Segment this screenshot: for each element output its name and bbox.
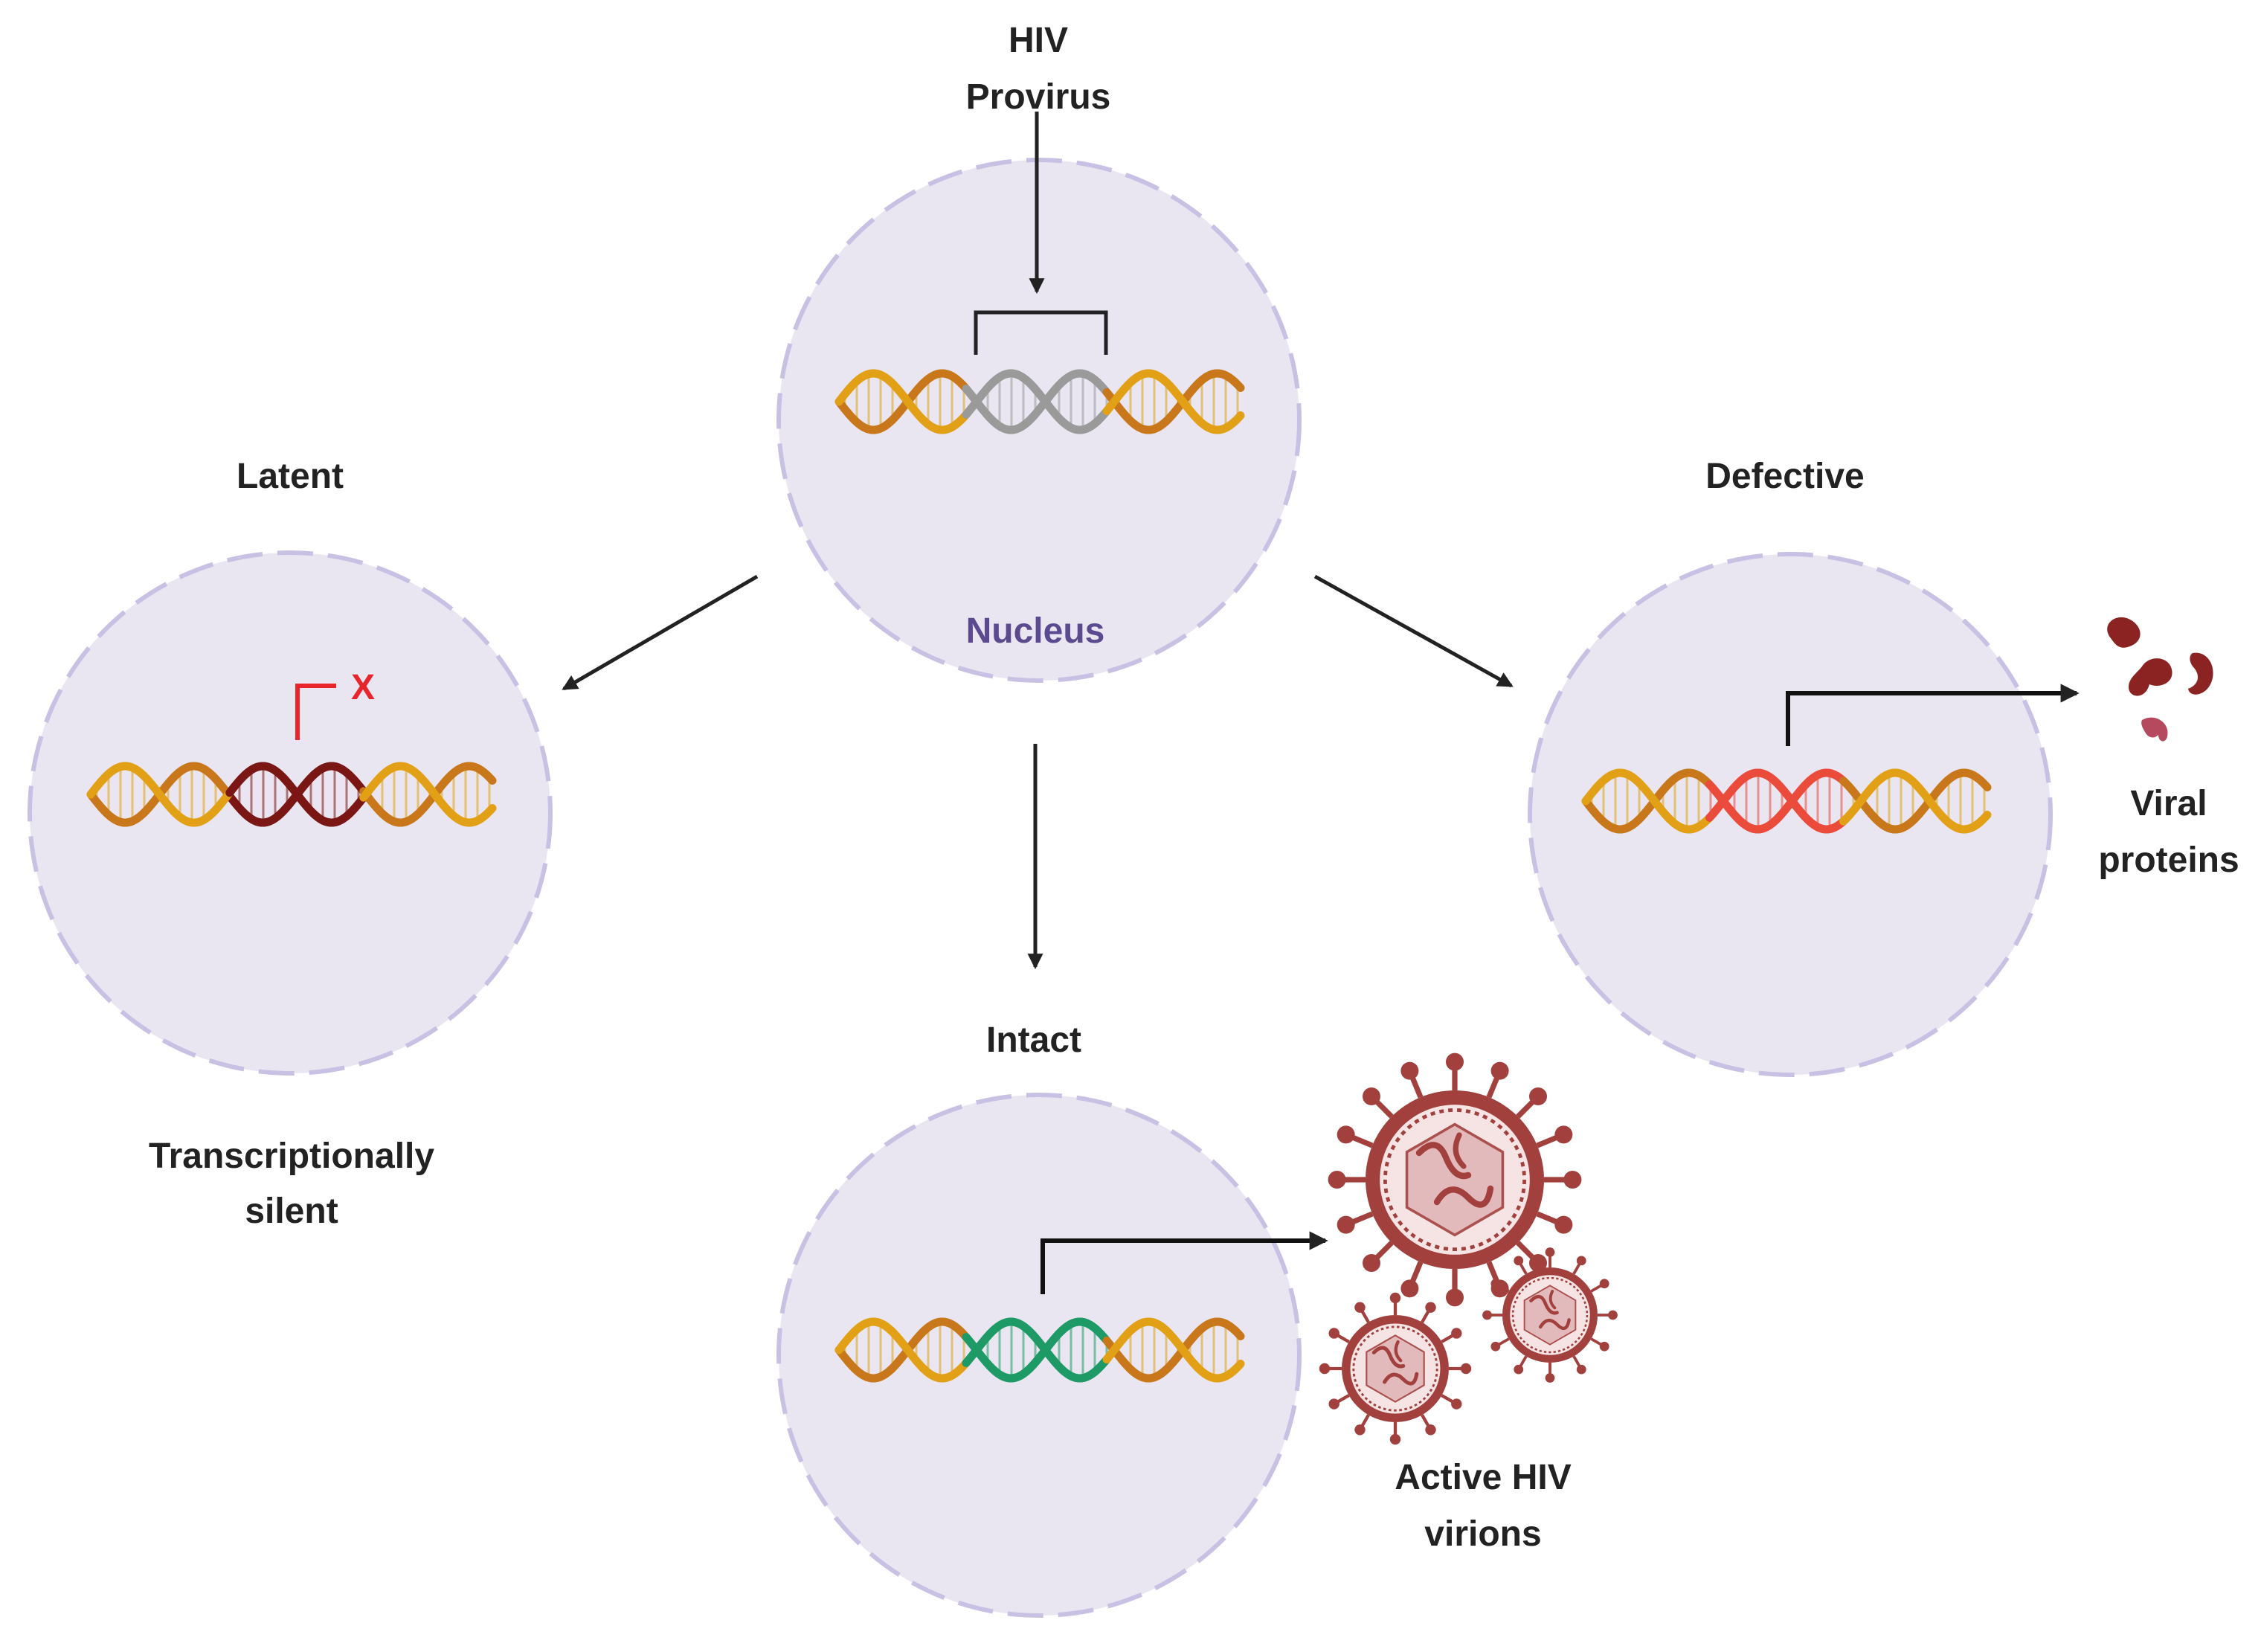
dna-double-helix-icon: [834, 1317, 1245, 1383]
latent-label: Latent: [237, 457, 344, 496]
dna-double-helix-icon: [1581, 768, 1992, 834]
provirus-label-line2: Provirus: [966, 77, 1111, 117]
defective-label: Defective: [1705, 457, 1864, 496]
transcription-arrow-intact: [1041, 1231, 1328, 1294]
arrow-to-defective: [1313, 574, 1514, 688]
viral-proteins-line2: proteins: [2098, 841, 2239, 880]
virus-particle-icon: [1482, 1247, 1618, 1383]
virus-particle-icon: [1319, 1292, 1472, 1445]
virions-line2: virions: [1424, 1514, 1541, 1554]
provirus-insertion-bracket: [974, 310, 1108, 355]
dna-double-helix-icon: [86, 762, 497, 827]
latent-desc-line2: silent: [245, 1192, 338, 1231]
intact-label: Intact: [986, 1021, 1081, 1060]
viral-proteins-line1: Viral: [2130, 784, 2207, 823]
latent-desc-line1: Transcriptionally: [149, 1137, 434, 1176]
arrow-to-latent: [562, 574, 759, 691]
virus-particle-icon: [1328, 1052, 1582, 1307]
nucleus-latent: [28, 550, 553, 1076]
nucleus-defective: [1528, 552, 2053, 1077]
nucleus-center: [776, 158, 1302, 683]
provirus-label-line1: HIV: [1009, 21, 1068, 60]
protein-blob-icon: [2107, 617, 2213, 742]
nucleus-label: Nucleus: [966, 611, 1105, 651]
block-x-label: X: [351, 668, 375, 707]
dna-double-helix-icon: [834, 369, 1245, 434]
transcription-arrow-defective: [1786, 684, 2080, 746]
virions-line1: Active HIV: [1395, 1458, 1571, 1497]
blocked-transcription-mark: [295, 684, 336, 740]
